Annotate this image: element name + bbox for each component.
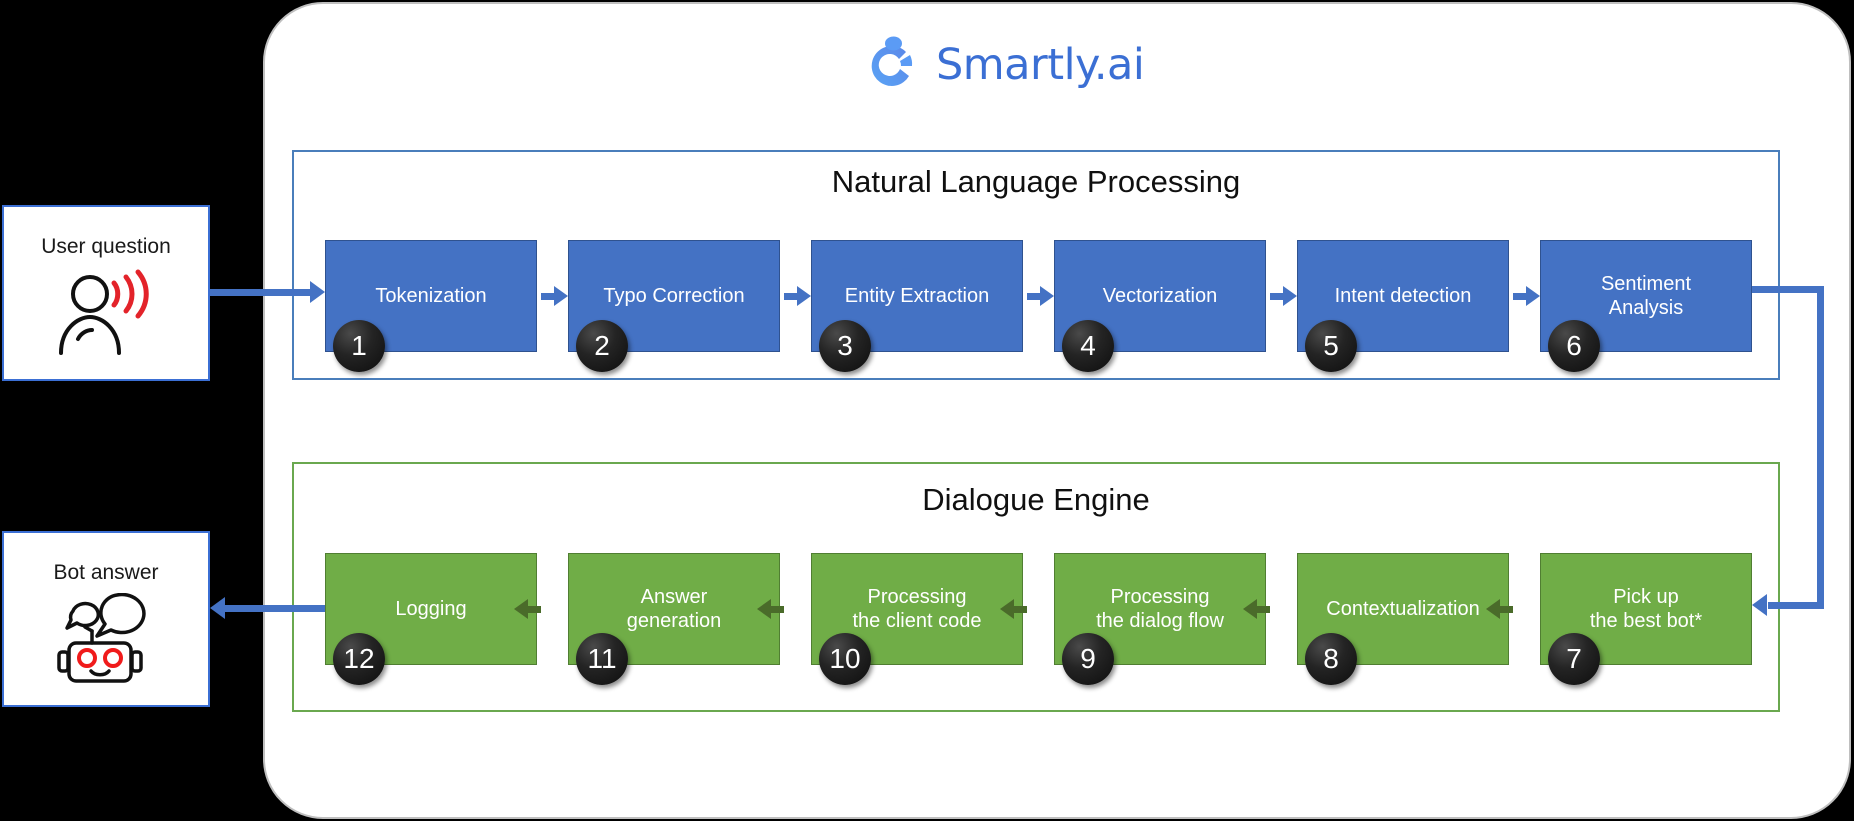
step-badge-2: 2 <box>576 320 628 372</box>
step-box-tokenization[interactable]: Tokenization <box>325 240 537 352</box>
dialogue-group-title: Dialogue Engine <box>922 482 1150 517</box>
step-label: Logging <box>395 597 467 620</box>
user-question-box: User question <box>2 205 210 381</box>
bot-answer-box: Bot answer <box>2 531 210 707</box>
badge-number: 11 <box>587 643 617 674</box>
user-speaking-icon <box>48 267 164 362</box>
step-badge-6: 6 <box>1548 320 1600 372</box>
step-badge-8: 8 <box>1305 633 1357 685</box>
step-badge-11: 11 <box>576 633 628 685</box>
step-badge-10: 10 <box>819 633 871 685</box>
step-badge-1: 1 <box>333 320 385 372</box>
step-label: Typo Correction <box>603 284 745 307</box>
badge-number: 8 <box>1323 643 1339 674</box>
step-badge-9: 9 <box>1062 633 1114 685</box>
step-badge-7: 7 <box>1548 633 1600 685</box>
step-badge-5: 5 <box>1305 320 1357 372</box>
dialogue-group-container: Dialogue Engine <box>292 462 1780 712</box>
main-panel <box>263 2 1851 819</box>
step-badge-12: 12 <box>333 633 385 685</box>
nlp-group-title: Natural Language Processing <box>831 164 1241 199</box>
brand-name: Smartly.ai <box>936 40 1145 90</box>
nlp-group-container: Natural Language Processing <box>292 150 1780 380</box>
badge-number: 10 <box>829 643 861 674</box>
badge-number: 12 <box>343 643 375 674</box>
step-label: Contextualization <box>1326 597 1480 620</box>
bot-answer-label: Bot answer <box>53 561 159 584</box>
robot-chat-icon <box>45 592 167 690</box>
smartly-circle-logo-icon <box>866 36 922 94</box>
badge-number: 1 <box>351 330 367 361</box>
step-label: Intent detection <box>1334 284 1472 307</box>
badge-number: 7 <box>1566 643 1582 674</box>
badge-number: 6 <box>1566 330 1582 361</box>
step-badge-4: 4 <box>1062 320 1114 372</box>
badge-number: 2 <box>594 330 610 361</box>
badge-number: 4 <box>1080 330 1096 361</box>
step-box-contextualization[interactable]: Contextualization <box>1297 553 1509 665</box>
step-label: Entity Extraction <box>844 284 990 307</box>
step-label: Vectorization <box>1102 284 1218 307</box>
badge-number: 9 <box>1080 643 1096 674</box>
brand-logo: Smartly.ai <box>866 33 1145 97</box>
step-badge-3: 3 <box>819 320 871 372</box>
step-label: Tokenization <box>375 284 487 307</box>
badge-number: 3 <box>837 330 853 361</box>
user-question-label: User question <box>41 235 171 258</box>
badge-number: 5 <box>1323 330 1339 361</box>
